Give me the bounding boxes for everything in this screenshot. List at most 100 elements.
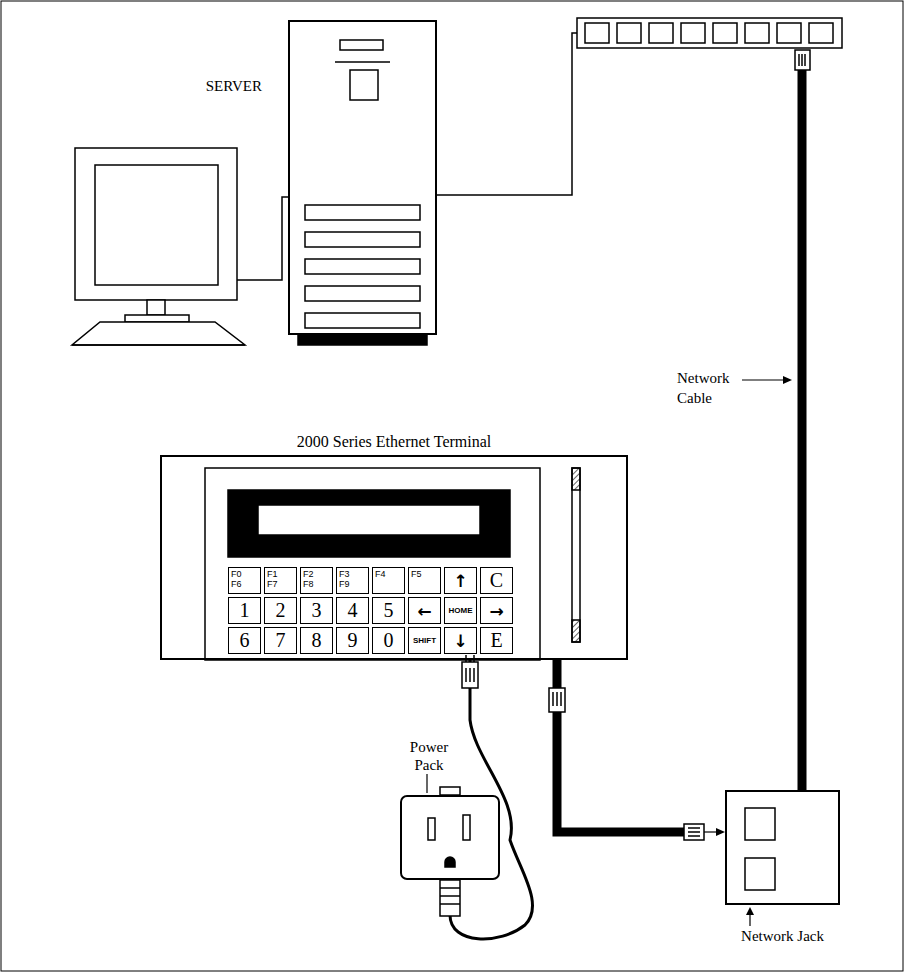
drawing-part	[469, 668, 471, 682]
ethernet-terminal: 2000 Series Ethernet TerminalF0 F6F1 F7F…	[160, 455, 628, 660]
outlet-face	[428, 787, 470, 916]
jack-ports	[745, 808, 775, 890]
key-label: F3 F9	[339, 569, 353, 590]
drawing-part	[688, 831, 700, 833]
keypad-key: 9	[336, 627, 369, 654]
keypad-key: F5	[408, 567, 441, 594]
drawing-part	[684, 824, 704, 840]
keypad-key: 0	[372, 627, 405, 654]
keypad-key: 1	[228, 597, 261, 624]
network-cable	[798, 68, 807, 790]
rj45-plug	[795, 50, 810, 70]
key-label: SHIFT	[413, 636, 436, 645]
monitor	[72, 148, 245, 345]
drawing-part	[205, 468, 540, 660]
drawing-part	[340, 40, 383, 50]
key-label: 6	[240, 629, 250, 652]
drawing-part	[428, 818, 435, 840]
drawing-part	[305, 205, 420, 220]
key-label: 4	[348, 599, 358, 622]
drawing-part	[305, 286, 420, 301]
drawing-part	[804, 54, 806, 66]
drawing-part	[617, 23, 641, 43]
drawing-part	[335, 61, 390, 63]
key-label: 0	[384, 629, 394, 652]
key-label: →	[489, 601, 503, 621]
keypad-key: 2	[264, 597, 297, 624]
key-label: ←	[417, 601, 431, 621]
keypad-key: F2 F8	[300, 567, 333, 594]
drawing-part	[745, 23, 769, 43]
keypad-key: HOME	[444, 597, 477, 624]
drawing-part	[552, 692, 554, 706]
key-label: E	[490, 629, 502, 652]
node-label: 2000 Series Ethernet Terminal	[297, 432, 492, 452]
drawing-part	[95, 165, 218, 285]
cable-connector	[557, 660, 725, 836]
key-label: 8	[312, 629, 322, 652]
drawing-part	[305, 259, 420, 274]
drawing-part	[440, 895, 460, 897]
drawing-part	[125, 315, 189, 322]
key-label: F1 F7	[267, 569, 281, 590]
drawing-part	[473, 668, 475, 682]
drawing-part	[147, 300, 165, 315]
drawing-part	[801, 54, 803, 66]
drawing-part	[577, 18, 842, 48]
drawing-part	[556, 692, 558, 706]
drawing-part	[777, 23, 801, 43]
drawing-part	[258, 505, 480, 535]
key-label: 1	[240, 599, 250, 622]
jack-plug	[684, 824, 704, 840]
key-label: 2	[276, 599, 286, 622]
keypad-key: E	[480, 627, 513, 654]
callout-arrow	[749, 914, 750, 926]
key-label: F5	[411, 569, 425, 579]
keypad-key: F4	[372, 567, 405, 594]
callout-label: Network Cable	[677, 368, 741, 409]
drawing-part	[560, 692, 562, 706]
key-label: 9	[348, 629, 358, 652]
key-label: F0 F6	[231, 569, 245, 590]
drawing-part	[228, 490, 510, 557]
keypad-key: ↑	[444, 567, 477, 594]
callout-arrow	[742, 379, 786, 380]
node-label: Power Pack	[399, 738, 459, 776]
node-label: Network Jack	[741, 927, 824, 946]
keypad-key: 8	[300, 627, 333, 654]
keypad-key: 4	[336, 597, 369, 624]
drawing-part	[72, 344, 245, 346]
terminal-plug	[549, 688, 565, 712]
drawing-part	[745, 858, 775, 890]
keypad-key: 7	[264, 627, 297, 654]
drawing-part	[649, 23, 673, 43]
monitor-wire	[237, 197, 288, 280]
drawing-part	[305, 232, 420, 247]
drawing-part	[713, 23, 737, 43]
drawing-part	[465, 668, 467, 682]
drawing-part	[75, 148, 237, 300]
server-tower: SERVER	[288, 20, 437, 335]
keypad-key: 6	[228, 627, 261, 654]
key-label: ↓	[453, 631, 467, 651]
drawing-part	[298, 335, 427, 345]
drawing-part	[440, 903, 460, 905]
keypad-key: ↓	[444, 627, 477, 654]
keypad-key: F3 F9	[336, 567, 369, 594]
keypad-key: →	[480, 597, 513, 624]
network-cable	[557, 660, 687, 832]
drawing-part	[72, 322, 245, 345]
server-hub-wire	[437, 33, 577, 195]
arrow-head	[783, 376, 792, 384]
power-cord	[450, 660, 533, 939]
power-pack: Power Pack	[400, 795, 500, 880]
drawing-part	[462, 662, 478, 688]
key-label: F2 F8	[303, 569, 317, 590]
keypad-key: ←	[408, 597, 441, 624]
arrow-head	[716, 828, 725, 836]
network-hub	[577, 18, 842, 48]
network-jack: Network Jack	[725, 790, 840, 905]
keypad-key: SHIFT	[408, 627, 441, 654]
key-label: 5	[384, 599, 394, 622]
